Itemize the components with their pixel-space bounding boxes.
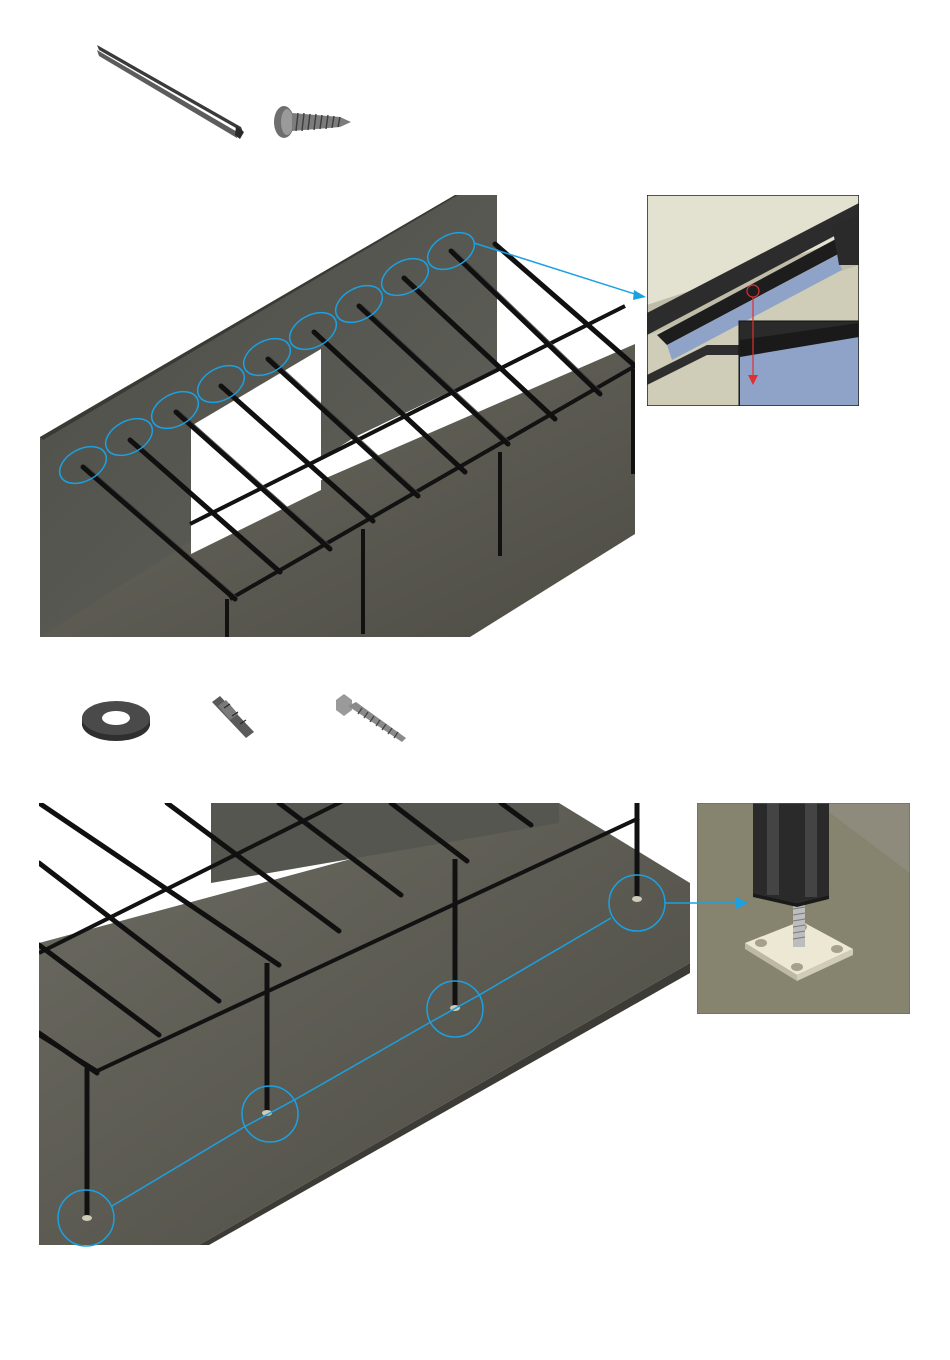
washer-part bbox=[82, 701, 150, 741]
pan-head-screw-part bbox=[274, 106, 351, 138]
threaded-rod bbox=[793, 903, 805, 947]
parts-row-top bbox=[0, 0, 950, 170]
parts-row-bottom bbox=[0, 680, 950, 770]
detail-inset-rail-end-insert bbox=[647, 195, 859, 406]
inset-top-svg bbox=[647, 195, 859, 406]
scene-rails-mounted-to-wall bbox=[40, 194, 635, 637]
wall-plug-part bbox=[212, 696, 254, 738]
hex-lag-screw-part bbox=[336, 694, 406, 742]
scene-bottom-svg bbox=[39, 803, 690, 1245]
scene-top-svg bbox=[40, 194, 635, 637]
parts-row-bottom-svg bbox=[0, 680, 950, 770]
parts-row-top-svg bbox=[0, 0, 950, 170]
sub-inset-zoom bbox=[739, 321, 859, 406]
angle-profile-part bbox=[97, 45, 244, 139]
detail-inset-post-base-plate bbox=[697, 803, 910, 1014]
scene-posts-fixed-to-floor bbox=[39, 803, 690, 1245]
inset-bottom-svg bbox=[697, 803, 910, 1014]
post-profile bbox=[753, 803, 829, 907]
